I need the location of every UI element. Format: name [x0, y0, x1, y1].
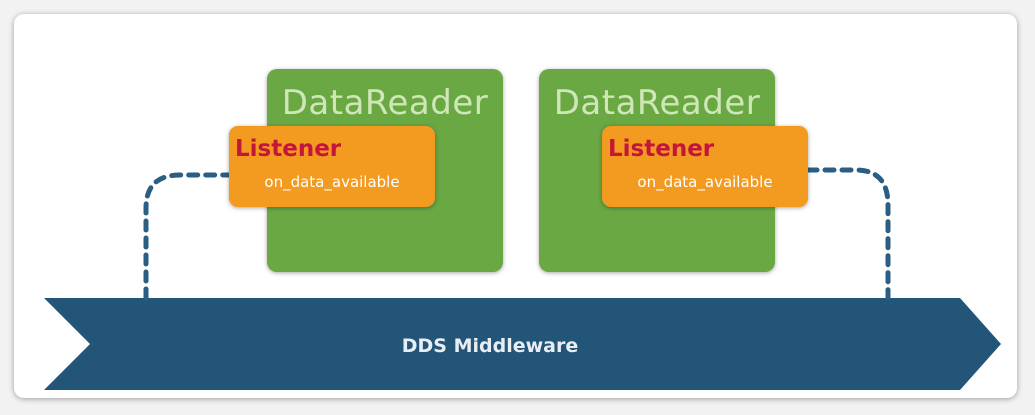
- listener-right-title: Listener: [608, 136, 715, 162]
- middleware-label: DDS Middleware: [401, 335, 579, 357]
- listener-right: Listener on_data_available: [602, 126, 808, 207]
- middleware-bar: [44, 298, 1001, 390]
- listener-left-callback: on_data_available: [264, 173, 400, 191]
- listener-left-title: Listener: [235, 136, 342, 162]
- connector-left: [143, 172, 232, 301]
- listener-left: Listener on_data_available: [229, 126, 435, 207]
- listener-right-callback: on_data_available: [637, 173, 773, 191]
- connector-right: [805, 167, 891, 301]
- datareader-right-title: DataReader: [553, 83, 761, 123]
- datareader-left-title: DataReader: [281, 83, 489, 123]
